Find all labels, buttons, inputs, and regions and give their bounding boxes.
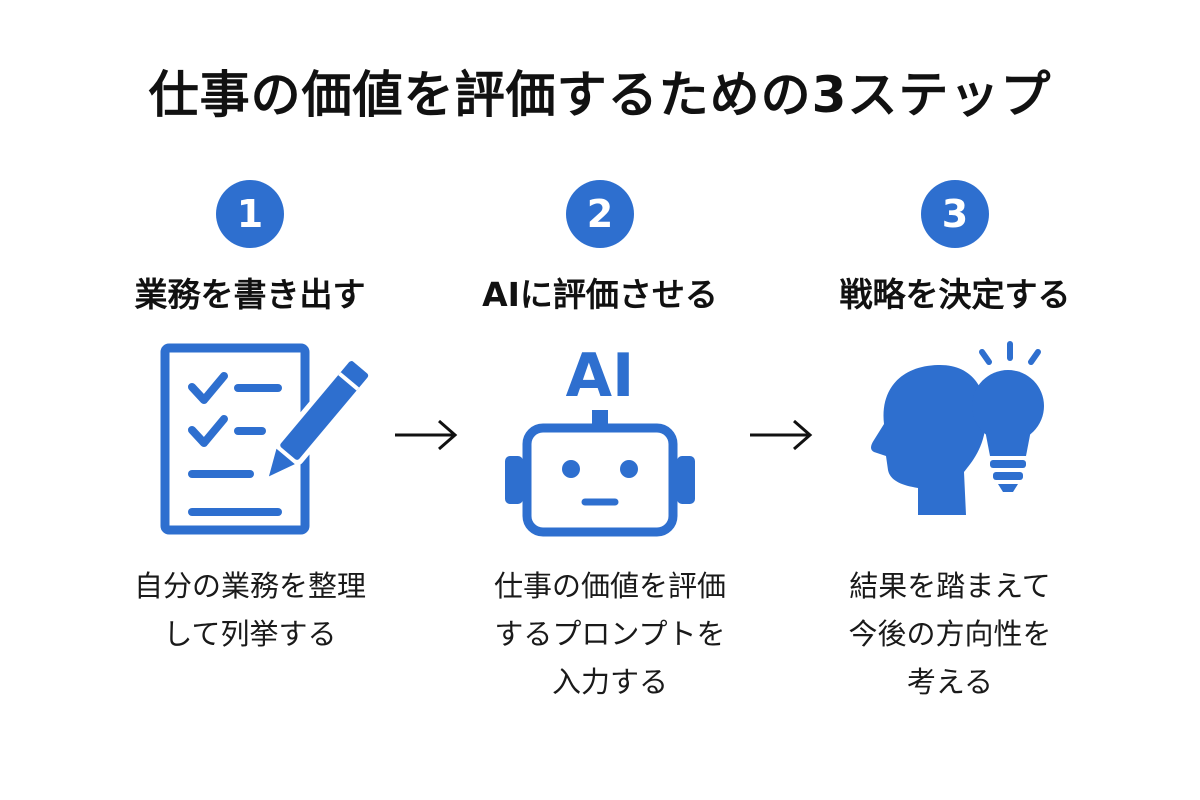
step-2-number-badge: 2 [566, 180, 634, 248]
page-title: 仕事の価値を評価するための3ステップ [148, 66, 1052, 124]
step-1-title: 業務を書き出す [134, 275, 366, 314]
arrow-right-icon [395, 419, 458, 451]
step-3-description-line: 考える [906, 665, 994, 699]
step-2: 2 AIに評価させる [440, 180, 760, 316]
step-3-description-line: 今後の方向性を [848, 617, 1052, 651]
step-3-description: 結果を踏まえて 今後の方向性を 考える [780, 562, 1120, 706]
step-1-description-line: して列挙する [163, 617, 337, 651]
step-2-description-line: 仕事の価値を評価 [493, 569, 726, 603]
step-3-title: 戦略を決定する [839, 275, 1071, 314]
step-2-description-line: 入力する [551, 665, 668, 699]
ai-robot-icon: AI [505, 341, 695, 537]
light-rays-icon [979, 341, 1041, 365]
lightbulb-icon [972, 370, 1044, 492]
step-3-number-badge: 3 [921, 180, 989, 248]
step-2-title: AIに評価させる [482, 275, 718, 314]
step-2-description: 仕事の価値を評価 するプロンプトを 入力する [440, 562, 780, 706]
step-1-description: 自分の業務を整理 して列挙する [80, 562, 420, 658]
robot-ai-label: AI [566, 341, 635, 411]
arrow-right-icon [750, 419, 813, 451]
step-1-number-badge: 1 [216, 180, 284, 248]
step-1: 1 業務を書き出す [90, 180, 410, 316]
step-1-description-line: 自分の業務を整理 [133, 569, 366, 603]
head-lightbulb-icon [871, 341, 1044, 515]
step-2-description-line: するプロンプトを [494, 617, 726, 651]
checklist-pencil-icon [160, 343, 370, 535]
step-3: 3 戦略を決定する [795, 180, 1115, 316]
step-3-description-line: 結果を踏まえて [849, 569, 1051, 603]
